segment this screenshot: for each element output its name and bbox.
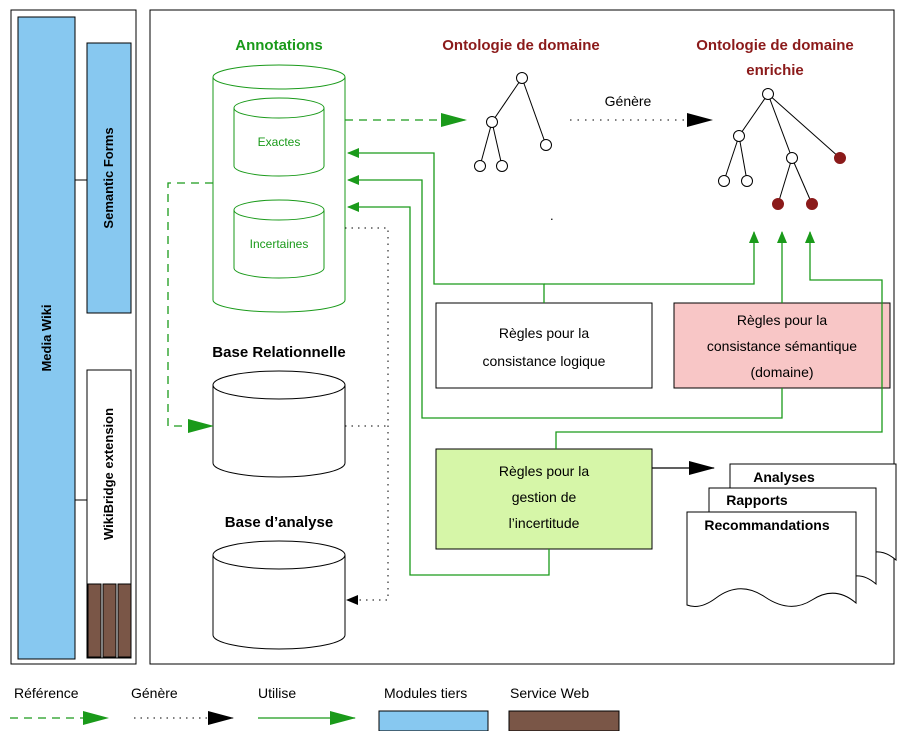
legend: Référence Génère Utilise Modules tiers S…: [10, 685, 620, 731]
legend-service-web-label: Service Web: [510, 685, 589, 701]
rules-logic-line-2: consistance logique: [483, 353, 606, 369]
rules-semantic-line-2: consistance sémantique: [707, 338, 857, 354]
rules-semantic-line-1: Règles pour la: [737, 312, 827, 328]
utilise-uncertainty-to-ontology: [555, 231, 883, 449]
service-web-bar-1: [87, 583, 102, 658]
incertaines-cylinder: [233, 199, 325, 279]
legend-modules-tiers-label: Modules tiers: [384, 685, 467, 701]
main-frame: [149, 9, 895, 665]
legend-genere-label: Génère: [131, 685, 178, 701]
dot-artifact: .: [550, 208, 554, 223]
enriched-ontology-tree: [718, 88, 846, 210]
ontologie-domaine-title: Ontologie de domaine: [442, 37, 600, 54]
utilise-logic-to-ontology: [544, 231, 759, 285]
utilise-uncertainty-to-annotations: [347, 202, 550, 576]
base-relationnelle-cylinder: [212, 370, 346, 478]
reference-arrow-base: [167, 182, 214, 433]
rules-logic-line-1: Règles pour la: [499, 325, 589, 341]
rules-logic-box: [435, 302, 653, 389]
media-wiki-label: Media Wiki: [39, 304, 54, 371]
rules-uncertainty-line-1: Règles pour la: [499, 463, 589, 479]
exactes-label: Exactes: [258, 135, 301, 149]
genere-arrow-analyse: [345, 227, 389, 605]
rapports-label: Rapports: [726, 492, 788, 508]
base-analyse-title: Base d’analyse: [225, 514, 333, 531]
legend-reference-label: Référence: [14, 685, 79, 701]
media-wiki-block: [17, 16, 76, 660]
base-analyse-cylinder: [212, 540, 346, 650]
service-web-bar-2: [102, 583, 117, 658]
rules-uncertainty-box: [435, 448, 653, 550]
rules-semantic-box: [673, 302, 891, 389]
rules-uncertainty-line-2: gestion de: [512, 489, 577, 505]
utilise-semantic-to-annotations: [347, 175, 783, 419]
wikibridge-label: WikiBridge extension: [101, 408, 116, 540]
domain-ontology-tree: [474, 72, 552, 172]
legend-utilise-label: Utilise: [258, 685, 296, 701]
annotations-title: Annotations: [235, 37, 323, 54]
genere-label: Génère: [605, 93, 652, 109]
legend-modules-tiers-swatch: [378, 710, 489, 731]
legend-service-web-swatch: [508, 710, 620, 731]
utilise-logic-to-annotations: [347, 148, 545, 303]
analyses-label: Analyses: [753, 469, 815, 485]
ontologie-enrichie-title-2: enrichie: [746, 62, 804, 79]
service-web-bar-3: [117, 583, 132, 658]
semantic-forms-label: Semantic Forms: [101, 127, 116, 228]
recommandations-label: Recommandations: [704, 517, 829, 533]
rules-uncertainty-line-3: l’incertitude: [509, 515, 580, 531]
incertaines-label: Incertaines: [250, 237, 309, 251]
recommandations-doc: [686, 511, 857, 607]
ontologie-enrichie-title-1: Ontologie de domaine: [696, 37, 854, 54]
semantic-forms-block: [86, 42, 132, 314]
exactes-cylinder: [233, 97, 325, 177]
base-relationnelle-title: Base Relationnelle: [212, 344, 345, 361]
rules-semantic-line-3: (domaine): [750, 364, 813, 380]
